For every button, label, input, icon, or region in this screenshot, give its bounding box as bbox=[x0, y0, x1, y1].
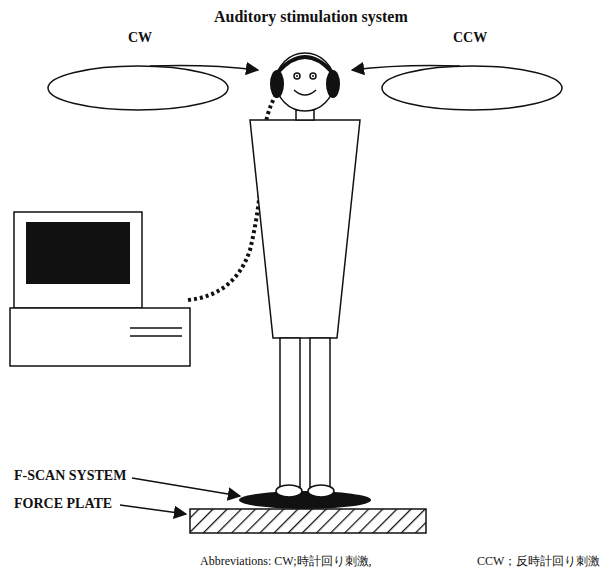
earphone bbox=[326, 70, 340, 98]
monitor-screen bbox=[26, 222, 130, 284]
f-scan-sheet bbox=[239, 491, 371, 509]
leader-arrow bbox=[120, 505, 186, 514]
earphone bbox=[270, 70, 284, 98]
cw-arrow bbox=[150, 66, 258, 71]
rotation-ellipse bbox=[382, 66, 562, 110]
monitor bbox=[14, 212, 142, 308]
body bbox=[250, 120, 360, 338]
head bbox=[276, 53, 334, 111]
headband bbox=[278, 57, 332, 72]
part-label: FORCE PLATE bbox=[14, 496, 112, 512]
title: Auditory stimulation system bbox=[214, 8, 408, 26]
force-plate bbox=[190, 509, 426, 533]
abbreviation-note: Abbreviations: CW;時計回り刺激, bbox=[200, 553, 372, 570]
leg bbox=[280, 338, 300, 488]
direction-label: CW bbox=[128, 30, 152, 46]
rotation-ellipse bbox=[48, 66, 228, 110]
direction-label: CCW bbox=[453, 30, 487, 46]
leg bbox=[310, 338, 330, 488]
ccw-arrow bbox=[352, 66, 460, 71]
part-label: F-SCAN SYSTEM bbox=[14, 468, 126, 484]
foot bbox=[308, 485, 334, 497]
computer-base bbox=[10, 308, 190, 366]
abbreviation-note: CCW；反時計回り刺激 bbox=[477, 553, 600, 570]
leader-arrow bbox=[132, 478, 240, 496]
foot bbox=[276, 485, 302, 497]
